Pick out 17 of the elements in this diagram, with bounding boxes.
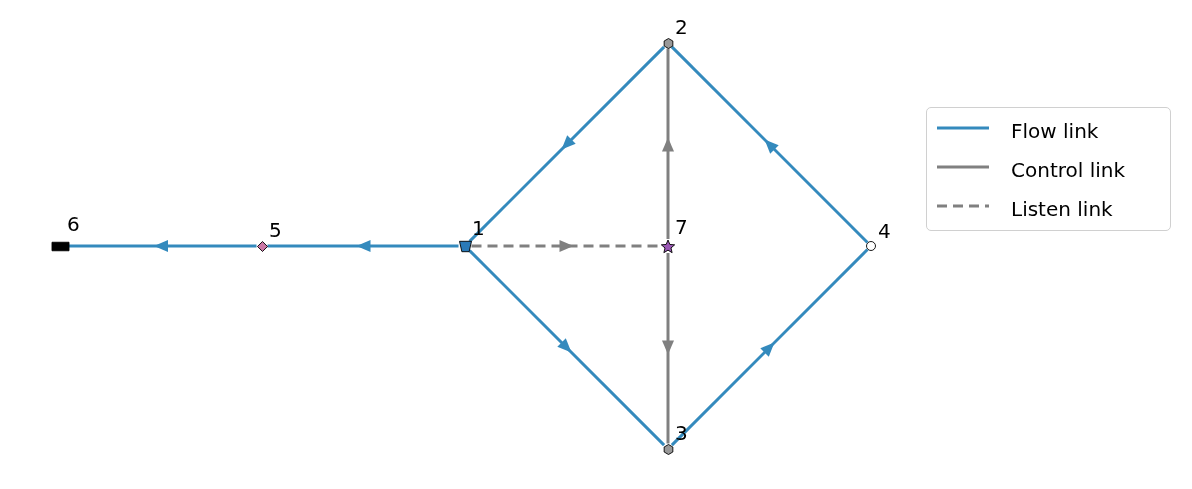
arrow <box>468 249 666 447</box>
arrow <box>670 45 869 244</box>
node-number: 6 <box>67 213 80 236</box>
node-number: 2 <box>675 16 688 39</box>
arrow <box>662 253 674 444</box>
legend-label: Listen link <box>1011 197 1113 221</box>
arrow <box>68 240 257 252</box>
node-number: 4 <box>878 220 891 243</box>
arrow <box>471 240 661 252</box>
arrow <box>662 48 674 239</box>
node-number: 5 <box>269 219 282 242</box>
legend-label: Flow link <box>1011 119 1099 143</box>
arrow <box>468 45 666 243</box>
legend-label: Control link <box>1011 158 1126 182</box>
node-number: 7 <box>675 216 688 239</box>
arrow <box>670 248 869 447</box>
arrow <box>267 240 459 252</box>
